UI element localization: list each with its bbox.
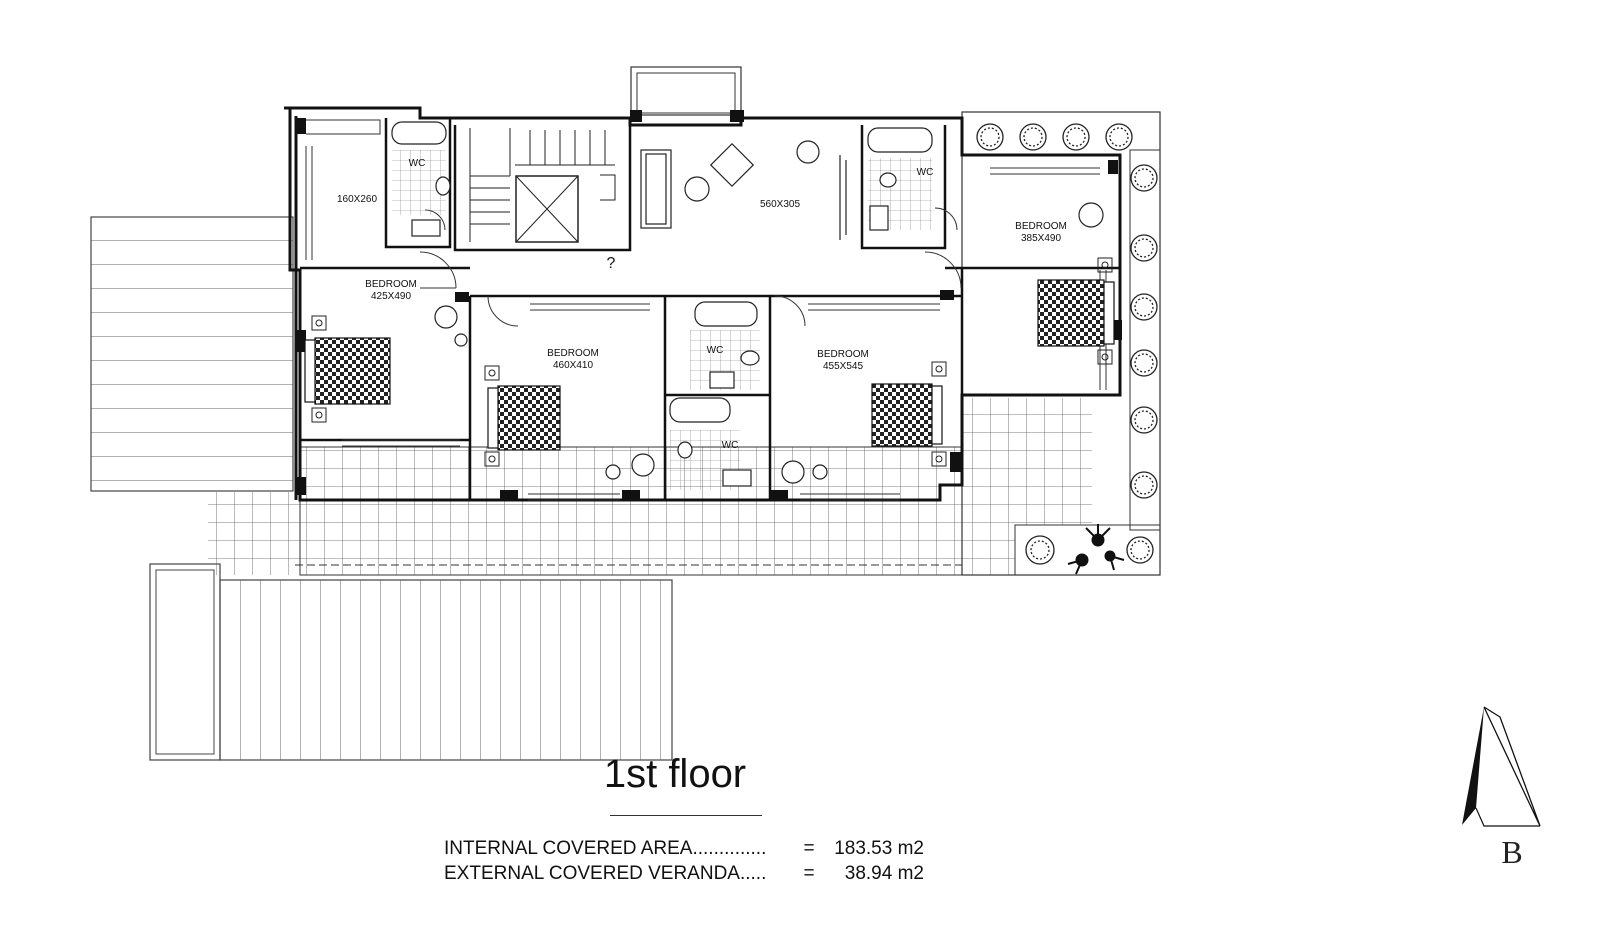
wc-floor bbox=[392, 150, 932, 490]
bedroom-left-size: 425X490 bbox=[371, 291, 411, 302]
living-furniture bbox=[640, 142, 847, 240]
logo-letter: B bbox=[1501, 834, 1522, 870]
bottom-pergola bbox=[149, 563, 673, 761]
area-equals: = bbox=[803, 838, 815, 859]
bedroom-mid-right-size: 455X545 bbox=[823, 361, 863, 372]
top-balcony bbox=[630, 66, 742, 116]
bedroom-right-size: 385X490 bbox=[1021, 233, 1061, 244]
title-underline bbox=[610, 815, 762, 816]
north-arrow-icon: B bbox=[1462, 706, 1541, 870]
stair-core bbox=[469, 128, 616, 243]
area-value: 183.53 m2 bbox=[834, 838, 924, 859]
palm-plant-icon bbox=[1067, 524, 1125, 575]
wc-label-top-right: WC bbox=[917, 167, 934, 178]
area-row-external: EXTERNAL COVERED VERANDA..... = 38.94 m2 bbox=[444, 861, 924, 886]
wc-label-mid-upper: WC bbox=[707, 345, 724, 356]
room-size-small: 160X260 bbox=[337, 194, 377, 205]
bedroom-right-name: BEDROOM bbox=[1015, 221, 1067, 232]
left-pergola bbox=[90, 216, 294, 492]
bedroom-mid-left-name: BEDROOM bbox=[547, 348, 599, 359]
bedroom-left-name: BEDROOM bbox=[365, 279, 417, 290]
bedside-table-icon bbox=[311, 257, 1113, 467]
area-summary: INTERNAL COVERED AREA.............. = 18… bbox=[444, 836, 924, 886]
chair-icon bbox=[434, 140, 1104, 484]
area-equals: = bbox=[803, 863, 815, 884]
columns bbox=[296, 110, 1122, 500]
area-label: EXTERNAL COVERED VERANDA..... bbox=[444, 863, 767, 884]
bed-icon bbox=[304, 279, 1115, 451]
plant-icon bbox=[976, 123, 1158, 565]
bathtub-icon bbox=[391, 121, 933, 423]
area-row-internal: INTERNAL COVERED AREA.............. = 18… bbox=[444, 836, 924, 861]
bedroom-mid-right-name: BEDROOM bbox=[817, 349, 869, 360]
wc-label-mid-lower: WC bbox=[722, 440, 739, 451]
tiled-terrace bbox=[208, 398, 1161, 576]
toilet-icon bbox=[411, 172, 897, 487]
question-mark: ? bbox=[607, 255, 616, 272]
doors bbox=[419, 207, 962, 327]
area-value: 38.94 m2 bbox=[844, 863, 924, 884]
area-label: INTERNAL COVERED AREA.............. bbox=[444, 838, 767, 859]
hall-size: 560X305 bbox=[760, 199, 800, 210]
room-labels: 160X260 WC 560X305 WC BEDROOM 425X490 ? … bbox=[337, 158, 1067, 451]
wc-label-top-left: WC bbox=[409, 158, 426, 169]
floor-title: 1st floor bbox=[603, 752, 747, 796]
bedroom-mid-left-size: 460X410 bbox=[553, 360, 593, 371]
